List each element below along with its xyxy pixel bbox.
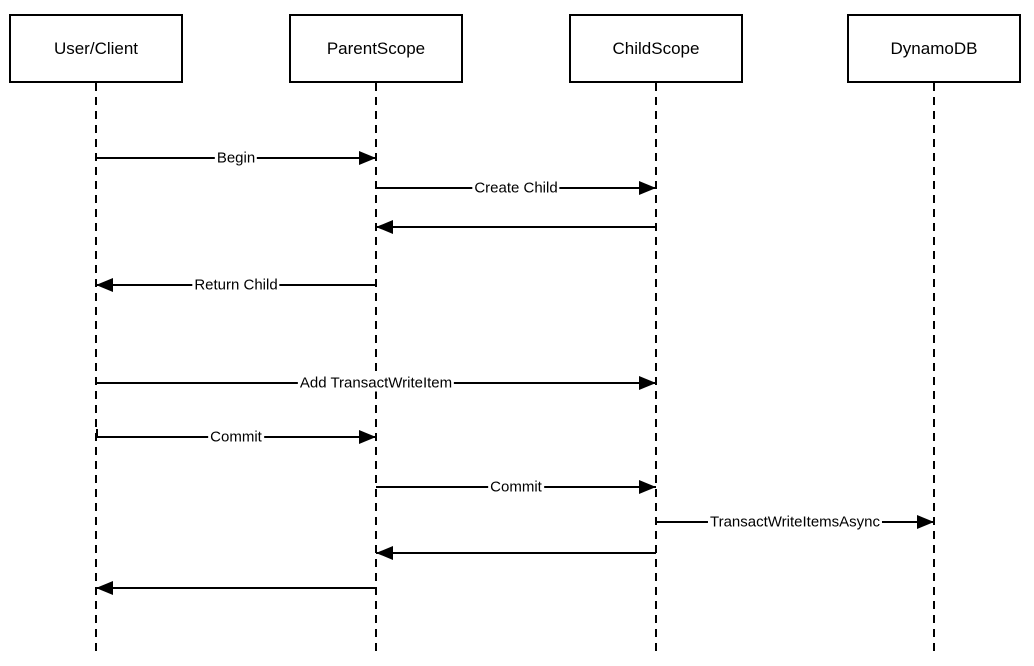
lifeline-child [655, 83, 657, 652]
actor-label-user: User/Client [53, 38, 139, 58]
actor-label-parent: ParentScope [326, 38, 426, 58]
message-arrowhead-3-left [96, 278, 113, 292]
message-arrowhead-7-right [917, 515, 934, 529]
message-arrowhead-8-left [376, 546, 393, 560]
lifeline-dynamo [933, 83, 935, 652]
message-line-9 [96, 587, 376, 589]
message-label-7: TransactWriteItemsAsync [707, 513, 883, 531]
actor-label-dynamo: DynamoDB [890, 38, 978, 58]
message-label-6: Commit [488, 478, 544, 496]
message-arrowhead-9-left [96, 581, 113, 595]
actor-label-child: ChildScope [612, 38, 700, 58]
message-label-1: Create Child [472, 179, 560, 197]
message-arrowhead-4-right [639, 376, 656, 390]
lifeline-user [95, 83, 97, 652]
message-label-3: Return Child [192, 276, 280, 294]
message-line-8 [376, 552, 656, 554]
message-arrowhead-6-right [639, 480, 656, 494]
actor-box-child: ChildScope [569, 14, 743, 83]
actor-box-parent: ParentScope [289, 14, 463, 83]
message-label-4: Add TransactWriteItem [297, 374, 455, 392]
actor-box-user: User/Client [9, 14, 183, 83]
message-label-0: Begin [214, 149, 258, 167]
lifeline-parent [375, 83, 377, 652]
message-arrowhead-1-right [639, 181, 656, 195]
actor-box-dynamo: DynamoDB [847, 14, 1021, 83]
message-label-5: Commit [208, 428, 264, 446]
message-arrowhead-0-right [359, 151, 376, 165]
message-line-2 [376, 226, 656, 228]
message-arrowhead-5-right [359, 430, 376, 444]
message-start-tick-5 [96, 429, 98, 437]
message-arrowhead-2-left [376, 220, 393, 234]
